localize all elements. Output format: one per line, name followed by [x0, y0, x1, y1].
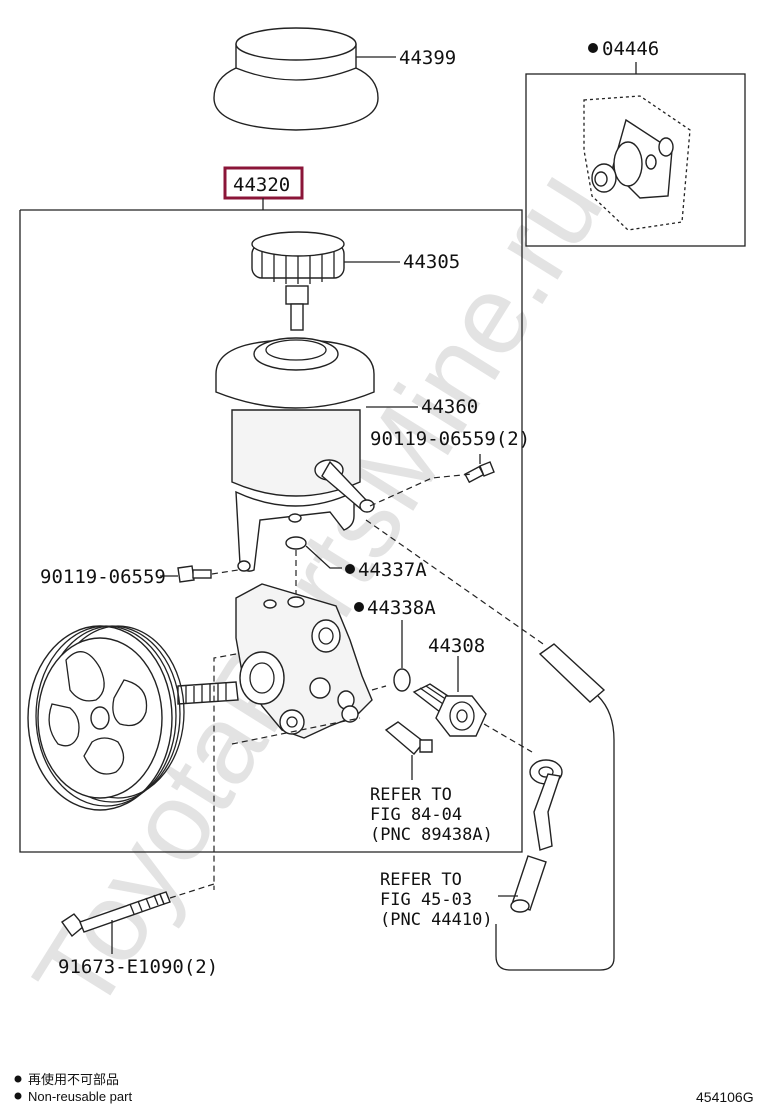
ref2-line3: (PNC 44410): [380, 910, 493, 930]
part-label-44338A[interactable]: 44338A: [367, 597, 436, 619]
reference-note-44410: REFER TO FIG 45-03 (PNC 44410): [380, 870, 493, 930]
part-label-44360[interactable]: 44360: [421, 396, 478, 418]
cover-cap-44399[interactable]: [213, 27, 379, 131]
o-ring-44338A[interactable]: [393, 668, 411, 692]
figure-id: 454106G: [696, 1089, 754, 1105]
ref1-line1: REFER TO: [370, 785, 452, 805]
non-reusable-marker-44338A: [354, 602, 364, 612]
pulley[interactable]: [27, 625, 185, 811]
assembly-frame: [19, 209, 523, 853]
gasket-kit-box: [525, 73, 746, 247]
part-label-44399[interactable]: 44399: [399, 47, 456, 69]
reservoir-tank-44360[interactable]: [215, 337, 375, 572]
legend-non-reusable-en: Non-reusable part: [28, 1089, 132, 1104]
reference-note-89438A: REFER TO FIG 84-04 (PNC 89438A): [370, 785, 493, 845]
ref1-line3: (PNC 89438A): [370, 825, 493, 845]
legend-dot-2: [14, 1092, 22, 1100]
part-label-90119-06559-2[interactable]: 90119-06559(2): [370, 428, 530, 450]
part-label-90119-06559[interactable]: 90119-06559: [40, 566, 166, 588]
legend-non-reusable-ja: 再使用不可部品: [28, 1072, 119, 1087]
ref1-line2: FIG 84-04: [370, 805, 462, 825]
bolt-90119-06559[interactable]: [177, 565, 212, 583]
o-ring-44337A[interactable]: [285, 536, 307, 550]
ref2-line2: FIG 45-03: [380, 890, 472, 910]
part-label-04446[interactable]: 04446: [602, 38, 659, 60]
reservoir-cap-44305[interactable]: [251, 231, 345, 331]
part-label-91673-E1090-2[interactable]: 91673-E1090(2): [58, 956, 218, 978]
non-reusable-marker-04446: [588, 43, 598, 53]
non-reusable-marker-44337A: [345, 564, 355, 574]
part-label-44308[interactable]: 44308: [428, 635, 485, 657]
part-label-44337A[interactable]: 44337A: [358, 559, 427, 581]
pressure-switch[interactable]: [384, 721, 433, 755]
bolt-91673-E1090[interactable]: [61, 891, 171, 938]
legend-dot-1: [14, 1075, 22, 1083]
gasket-kit-04446[interactable]: [583, 95, 691, 231]
bolt-90119-06559-2[interactable]: [464, 461, 495, 484]
pressure-hose[interactable]: [495, 643, 615, 971]
legend: 再使用不可部品 Non-reusable part: [14, 1072, 132, 1104]
ref2-line1: REFER TO: [380, 870, 462, 890]
part-label-44305[interactable]: 44305: [403, 251, 460, 273]
pump-body[interactable]: [177, 583, 373, 739]
assembly-label-44320[interactable]: 44320: [233, 174, 290, 196]
flow-valve-44308[interactable]: [412, 683, 487, 737]
